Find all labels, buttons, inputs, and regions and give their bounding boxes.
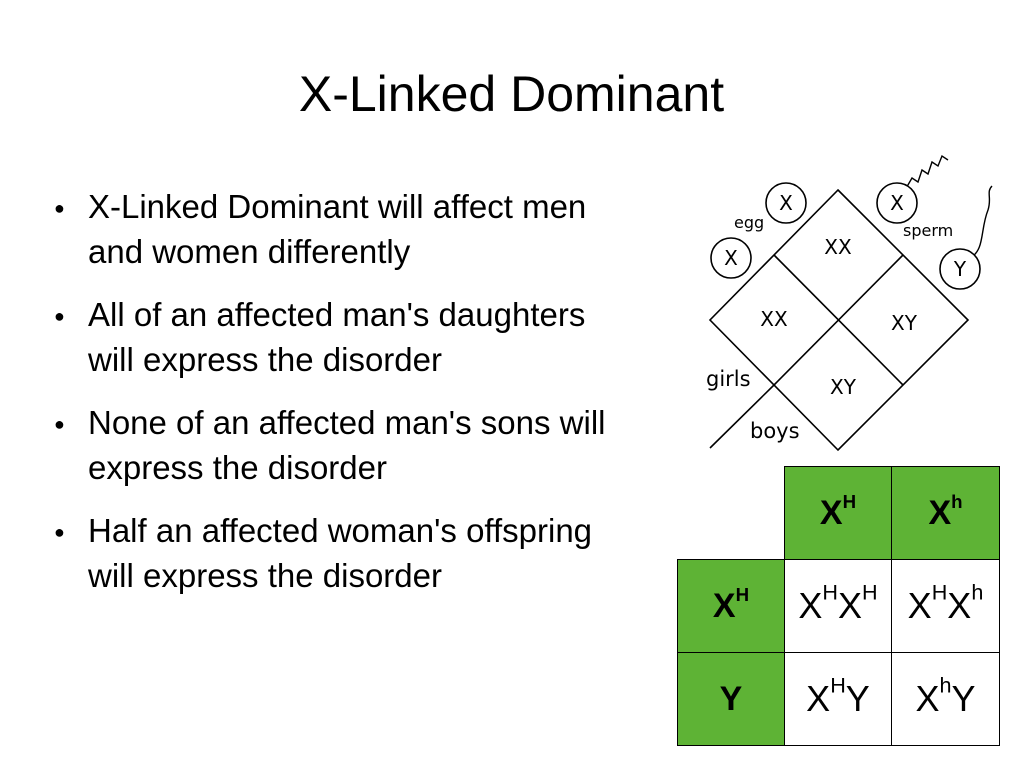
- diagram-cell: XX: [760, 307, 788, 331]
- bullet-icon: ●: [54, 198, 65, 218]
- punnett-cell: XHY: [784, 652, 892, 746]
- sperm-gamete-circle: [939, 248, 981, 290]
- egg-gamete-top: X: [779, 191, 793, 215]
- egg-gamete-circle: [765, 182, 807, 224]
- egg-label: egg: [734, 213, 764, 232]
- diagram-diamond-outline: [708, 188, 970, 452]
- diagram-grid-line: [773, 254, 904, 386]
- diagram-divider-line: [709, 384, 775, 449]
- punnett-square: XH Xh XH XHXH XHXh Y XHY XhY: [677, 466, 1000, 746]
- slide-title: X-Linked Dominant: [298, 66, 725, 122]
- bullet-icon: ●: [54, 414, 65, 434]
- punnett-cell: XHXh: [891, 559, 1000, 653]
- punnett-col-header: Xh: [891, 466, 1000, 560]
- bullet-item: ● Half an affected woman's offspring will…: [36, 508, 636, 598]
- punnett-cell: XHXH: [784, 559, 892, 653]
- bullet-icon: ●: [54, 306, 65, 326]
- sperm-gamete-top: X: [890, 191, 904, 215]
- punnett-row-header: Y: [677, 652, 785, 746]
- diagram-cell: XX: [824, 235, 852, 259]
- punnett-row-header: XH: [677, 559, 785, 653]
- diagram-cell: XY: [830, 375, 857, 399]
- bullet-item: ● None of an affected man's sons will exp…: [36, 400, 636, 490]
- girls-label: girls: [706, 367, 751, 391]
- bullet-text: All of an affected man's daughters will …: [88, 296, 586, 378]
- sperm-tail: [969, 185, 993, 259]
- punnett-corner: [677, 466, 785, 560]
- sperm-gamete-circle: [876, 182, 918, 224]
- inheritance-diagram: X X X Y egg sperm XX XX XY XY girls boys: [706, 154, 993, 452]
- bullet-icon: ●: [54, 522, 65, 542]
- sperm-label: sperm: [903, 221, 953, 240]
- punnett-col-header: XH: [784, 466, 892, 560]
- egg-gamete-left: X: [724, 246, 738, 270]
- bullet-text: X-Linked Dominant will affect men and wo…: [88, 188, 587, 270]
- diagram-cell: XY: [891, 311, 918, 335]
- punnett-cell: XhY: [891, 652, 1000, 746]
- bullet-text: Half an affected woman's offspring will …: [88, 512, 593, 594]
- bullet-item: ● X-Linked Dominant will affect men and w…: [36, 184, 636, 274]
- bullet-item: ● All of an affected man's daughters will…: [36, 292, 636, 382]
- bullet-text: None of an affected man's sons will expr…: [88, 404, 606, 486]
- sperm-tail: [904, 154, 949, 191]
- bullet-list: ● X-Linked Dominant will affect men and w…: [36, 184, 636, 616]
- egg-gamete-circle: [710, 237, 752, 279]
- boys-label: boys: [750, 419, 800, 443]
- sperm-gamete-right: Y: [953, 257, 967, 281]
